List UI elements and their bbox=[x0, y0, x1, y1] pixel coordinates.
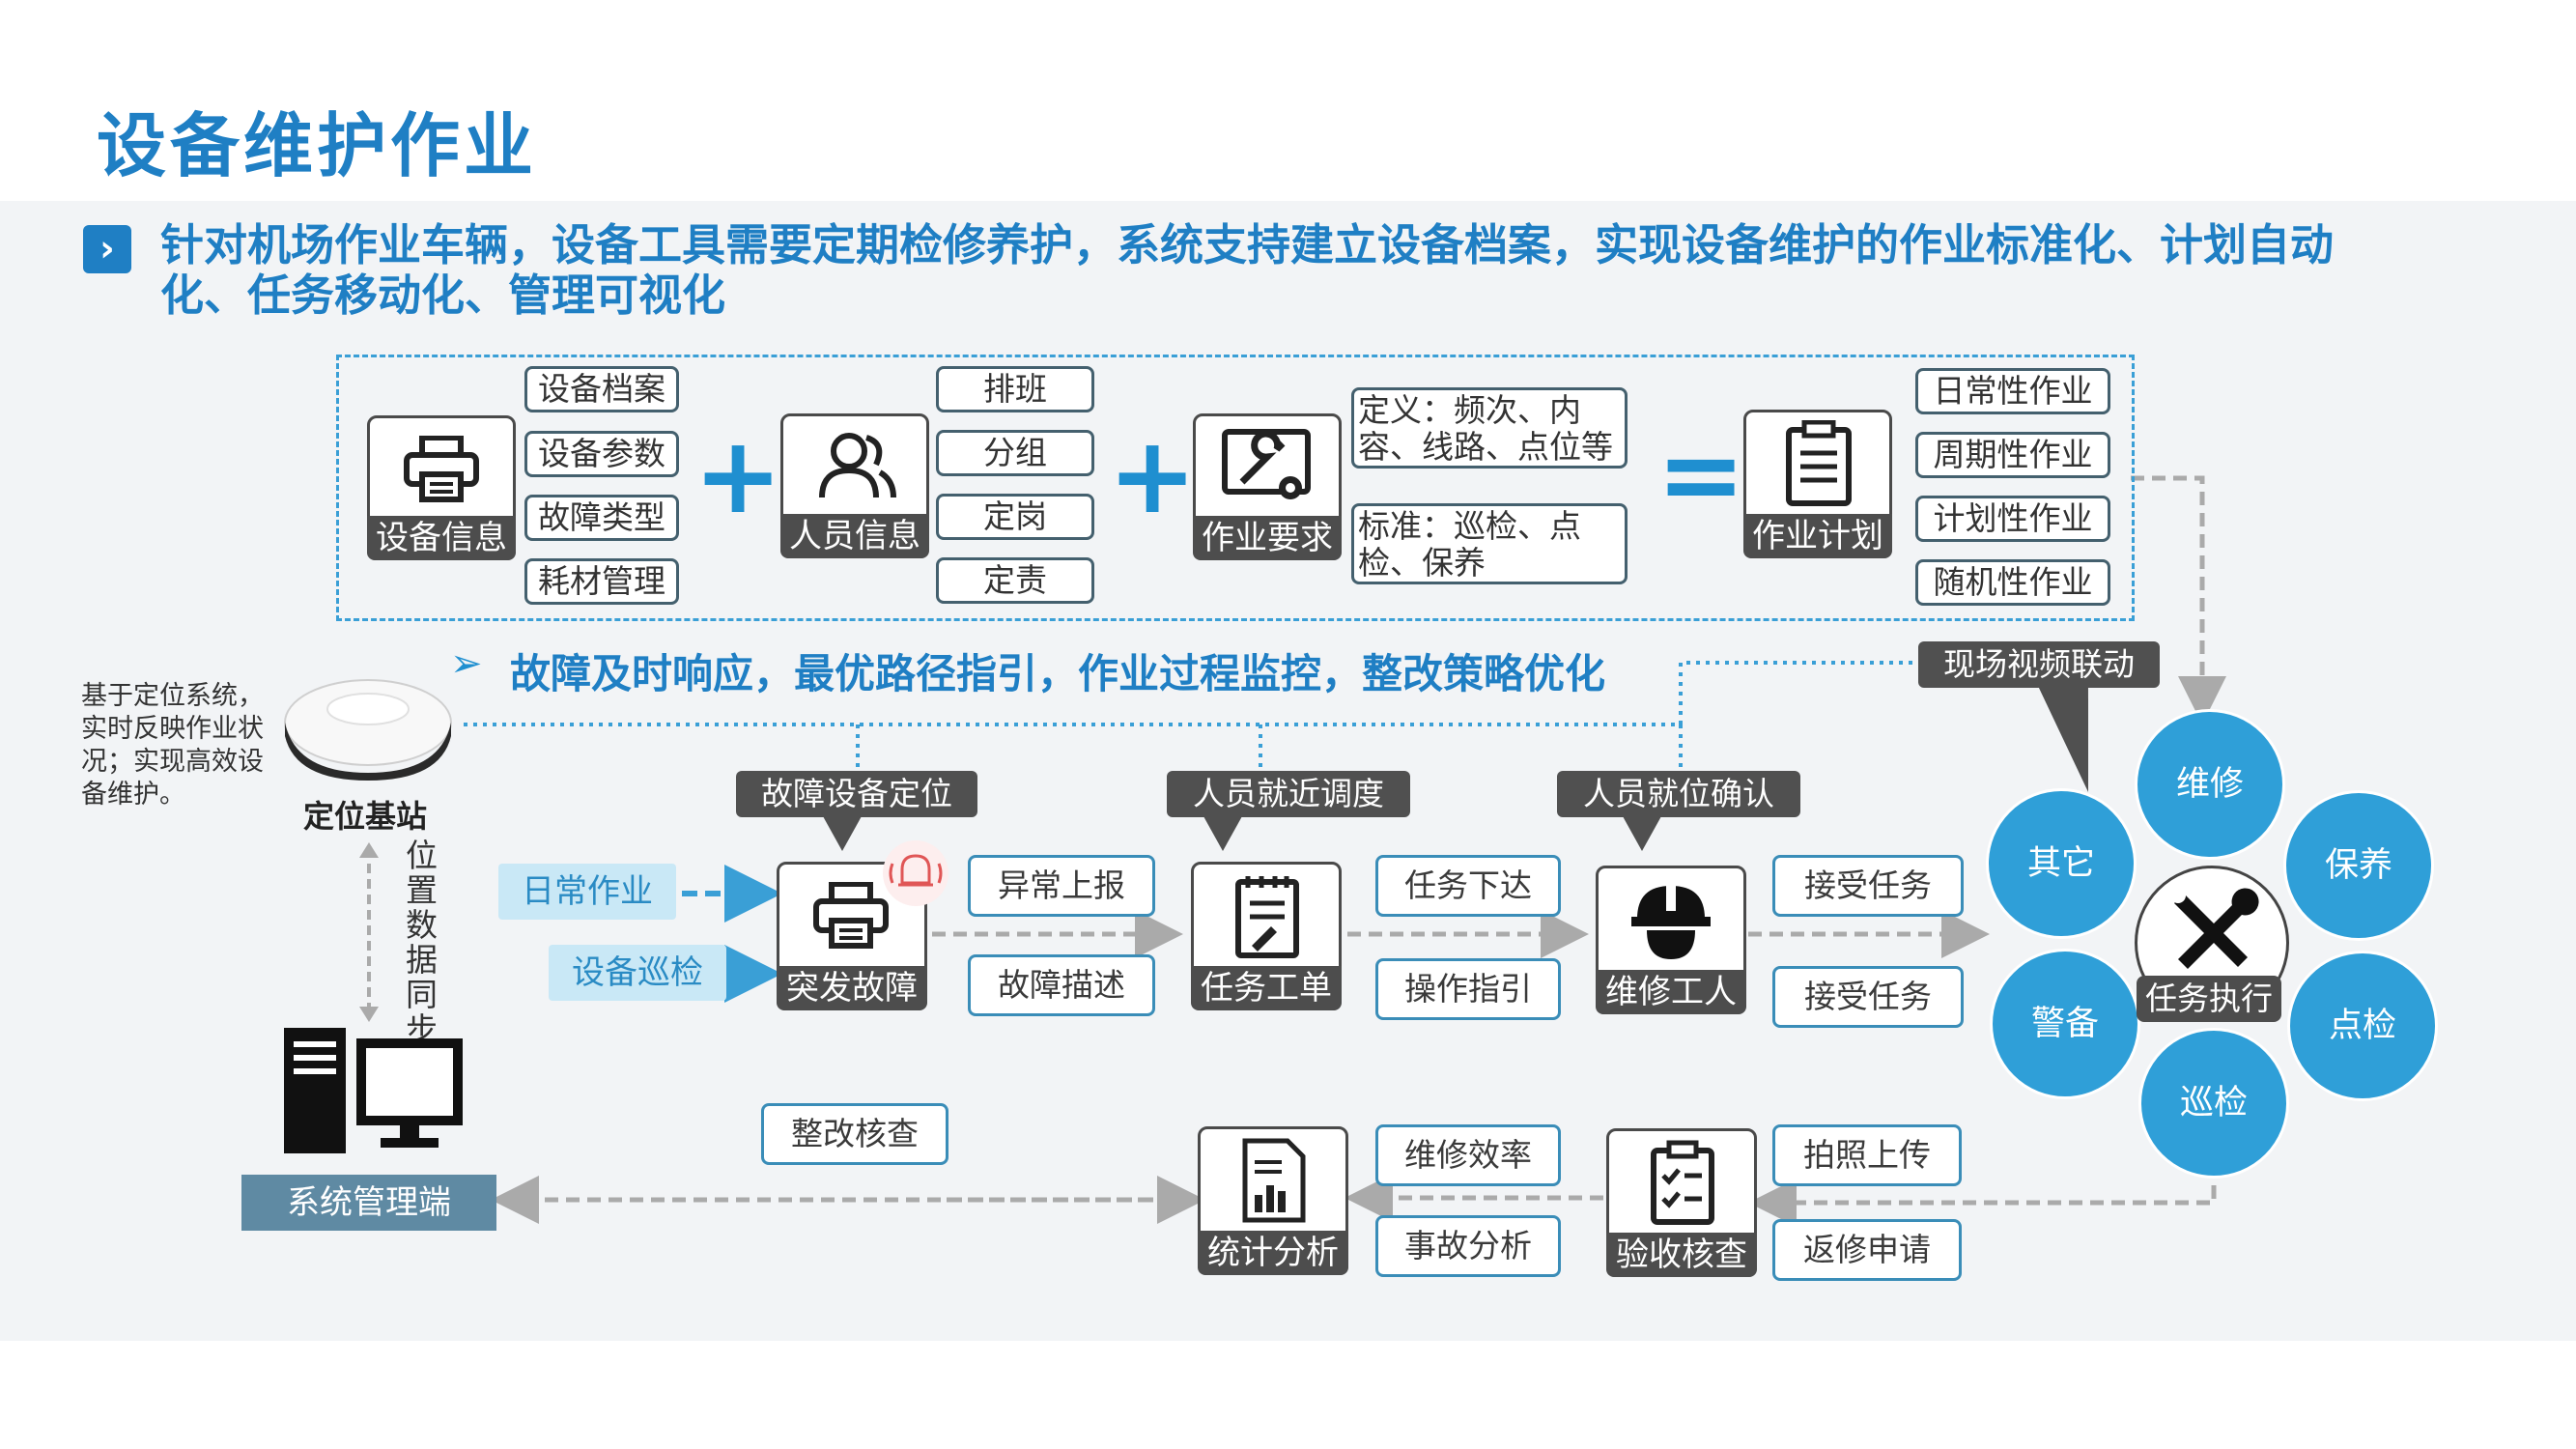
subheadline: 故障及时响应，最优路径指引，作业过程监控，整改策略优化 bbox=[510, 650, 1606, 697]
equals-sign: = bbox=[1656, 412, 1746, 536]
worker-tag-2: 接受任务 bbox=[1772, 966, 1964, 1028]
plan-tag-1: 日常性作业 bbox=[1915, 368, 2110, 414]
worker-label: 维修工人 bbox=[1596, 970, 1746, 1014]
callout-fault-locate: 故障设备定位 bbox=[736, 771, 977, 817]
accept-tag-2: 返修申请 bbox=[1772, 1219, 1962, 1281]
worker-card: 维修工人 bbox=[1596, 866, 1746, 1014]
station-label: 定位基站 bbox=[303, 798, 428, 835]
input-daily: 日常作业 bbox=[498, 864, 676, 920]
station-description: 基于定位系统，实时反映作业状况；实现高效设备维护。 bbox=[81, 681, 264, 810]
stats-tag-2: 事故分析 bbox=[1375, 1215, 1561, 1277]
chevron-right-icon: › bbox=[83, 225, 131, 273]
device-info-card: 设备信息 bbox=[367, 415, 516, 560]
printer-icon bbox=[404, 436, 479, 502]
sync-label: 位置数据同步 bbox=[406, 837, 438, 1048]
hardhat-worker-icon bbox=[1631, 882, 1711, 959]
petal-repair: 维修 bbox=[2135, 709, 2285, 860]
plan-tag-2: 周期性作业 bbox=[1915, 432, 2110, 478]
plus-sign-1: + bbox=[694, 413, 783, 537]
callout-dispatch: 人员就近调度 bbox=[1167, 771, 1410, 817]
fault-tag-2: 故障描述 bbox=[968, 954, 1155, 1016]
order-tag-1: 任务下达 bbox=[1375, 855, 1561, 917]
callout-confirm-tail bbox=[1623, 816, 1661, 851]
requirement-standard: 标准：巡检、点检、保养 bbox=[1351, 503, 1628, 584]
petal-other: 其它 bbox=[1986, 788, 2137, 939]
order-tag-2: 操作指引 bbox=[1375, 958, 1561, 1020]
station-signal-line bbox=[464, 661, 1922, 726]
accept-tag-1: 拍照上传 bbox=[1772, 1124, 1962, 1186]
device-tag-1: 设备档案 bbox=[524, 366, 679, 412]
execution-label: 任务执行 bbox=[2137, 976, 2281, 1022]
petal-alert: 警备 bbox=[1990, 949, 2140, 1099]
mgmt-label: 系统管理端 bbox=[241, 1175, 496, 1231]
requirement-label: 作业要求 bbox=[1193, 516, 1342, 560]
subheadline-marker: ➢ bbox=[450, 641, 483, 686]
callout-video: 现场视频联动 bbox=[1918, 641, 2160, 688]
planning-frame bbox=[336, 355, 2135, 621]
printer-icon bbox=[813, 882, 889, 949]
person-tag-1: 排班 bbox=[936, 366, 1094, 412]
plan-label: 作业计划 bbox=[1743, 514, 1892, 558]
person-info-card: 人员信息 bbox=[780, 413, 929, 558]
petal-maintain: 保养 bbox=[2283, 790, 2434, 941]
plus-sign-2: + bbox=[1108, 413, 1198, 537]
device-tag-3: 故障类型 bbox=[524, 495, 679, 541]
plan-card: 作业计划 bbox=[1743, 410, 1892, 558]
requirement-definition: 定义：频次、内容、线路、点位等 bbox=[1351, 387, 1628, 469]
stats-tag-1: 维修效率 bbox=[1375, 1124, 1561, 1186]
worker-tag-1: 接受任务 bbox=[1772, 855, 1964, 917]
plan-tag-4: 随机性作业 bbox=[1915, 559, 2110, 606]
stats-card: 统计分析 bbox=[1198, 1126, 1348, 1275]
fault-card: 突发故障 bbox=[777, 862, 927, 1010]
device-info-label: 设备信息 bbox=[367, 516, 516, 560]
alarm-bell-icon bbox=[883, 840, 948, 906]
device-tag-4: 耗材管理 bbox=[524, 558, 679, 605]
page-title: 设备维护作业 bbox=[97, 105, 538, 186]
fault-label: 突发故障 bbox=[777, 966, 927, 1010]
rectify-tag: 整改核查 bbox=[761, 1103, 948, 1165]
headline: 针对机场作业车辆，设备工具需要定期检修养护，系统支持建立设备档案，实现设备维护的… bbox=[160, 219, 2335, 321]
accept-label: 验收核查 bbox=[1606, 1233, 1757, 1277]
work-order-icon bbox=[1235, 876, 1299, 958]
fault-tag-1: 异常上报 bbox=[968, 855, 1155, 917]
order-label: 任务工单 bbox=[1191, 966, 1342, 1010]
clipboard-icon bbox=[1786, 420, 1852, 506]
input-patrol: 设备巡检 bbox=[549, 945, 726, 1001]
report-chart-icon bbox=[1242, 1138, 1306, 1223]
accept-card: 验收核查 bbox=[1606, 1128, 1757, 1277]
checklist-icon bbox=[1651, 1140, 1714, 1225]
people-icon bbox=[819, 433, 896, 498]
computer-icon bbox=[284, 1028, 463, 1153]
tools-icon bbox=[2170, 888, 2259, 969]
callout-dispatch-tail bbox=[1203, 816, 1242, 851]
callout-fault-locate-tail bbox=[823, 816, 862, 851]
wrench-gear-icon bbox=[1222, 429, 1311, 499]
person-tag-3: 定岗 bbox=[936, 494, 1094, 540]
plan-to-exec-line bbox=[2131, 475, 2226, 724]
petal-spotcheck: 点检 bbox=[2287, 951, 2438, 1101]
router-icon bbox=[284, 679, 452, 781]
person-tag-2: 分组 bbox=[936, 430, 1094, 476]
device-tag-2: 设备参数 bbox=[524, 431, 679, 477]
requirement-card: 作业要求 bbox=[1193, 413, 1342, 560]
plan-tag-3: 计划性作业 bbox=[1915, 496, 2110, 542]
person-info-label: 人员信息 bbox=[780, 514, 929, 558]
callout-confirm: 人员就位确认 bbox=[1557, 771, 1800, 817]
person-tag-4: 定责 bbox=[936, 557, 1094, 604]
order-card: 任务工单 bbox=[1191, 862, 1342, 1010]
stats-label: 统计分析 bbox=[1198, 1231, 1348, 1275]
petal-patrol: 巡检 bbox=[2138, 1028, 2289, 1179]
